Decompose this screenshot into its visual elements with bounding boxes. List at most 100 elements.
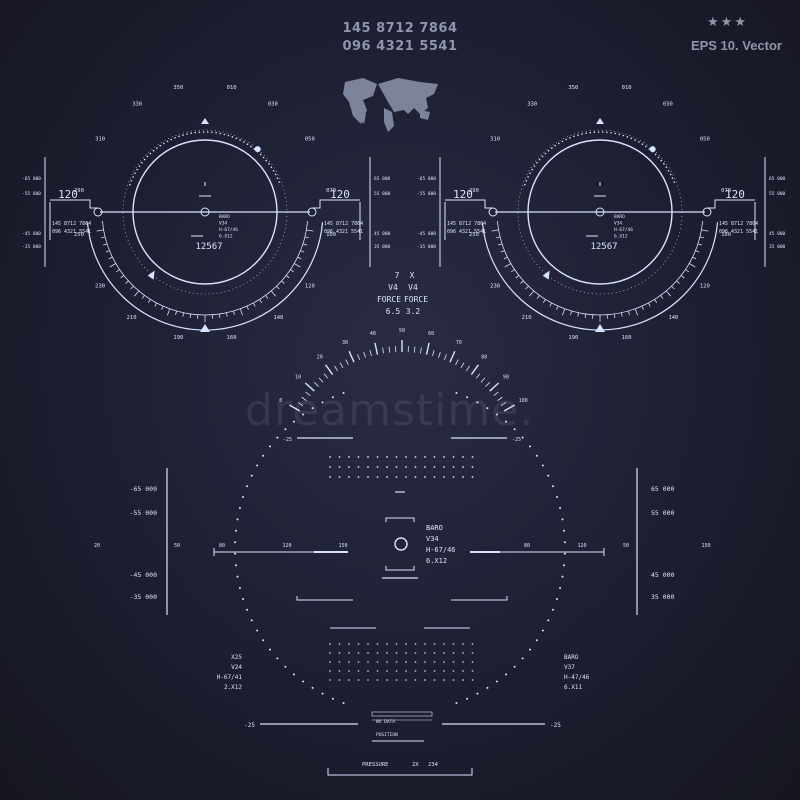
reticle-ring-dot [555, 597, 558, 600]
compass-label: 070 [326, 188, 336, 194]
dotted-ring-dot [626, 136, 629, 138]
dotted-ring-dot [156, 147, 158, 149]
force-readout: 7 X V4 V4 FORCE FORCE 6.5 3.2 [377, 271, 428, 316]
speed-tick [301, 396, 307, 401]
reticle-ring-dot [563, 529, 566, 532]
speed-tick [305, 391, 311, 397]
arc-tick [300, 250, 305, 253]
reticle-ring-dot [555, 496, 558, 499]
speed-tick [314, 382, 319, 387]
dotted-ring-dot [250, 145, 252, 148]
dotted-ring-dot [162, 142, 165, 145]
reticle-ring-dot [234, 529, 237, 532]
grid-dot [357, 466, 360, 468]
dotted-ring-dot [531, 168, 533, 171]
reticle-ring-dot [302, 413, 305, 416]
arc-tick [154, 302, 157, 307]
grid-dot [329, 652, 331, 654]
reticle-ring-dot [521, 657, 524, 660]
main-left-scale-label: -35 000 [130, 593, 157, 601]
grid-dot [443, 476, 445, 478]
inner-bottom-arc [496, 220, 704, 316]
grid-dot [376, 652, 379, 654]
grid-dot [386, 456, 388, 458]
arc-tick [304, 236, 309, 239]
reticle-ring-dot [551, 608, 554, 611]
reticle-ring-dot [256, 464, 259, 467]
arc-tick [520, 280, 524, 284]
grid-dot [329, 466, 331, 468]
grid-dot [433, 652, 436, 654]
arc-tick [297, 256, 302, 260]
dotted-ring-dot [554, 144, 557, 147]
grid-dot [433, 456, 436, 458]
dotted-ring-dot [654, 153, 657, 156]
grid-dot [471, 476, 474, 478]
dotted-ring-dot [597, 131, 600, 133]
speed-tick [460, 362, 465, 369]
lower-right-stat: V37 [564, 664, 575, 671]
reticle-ring-dot [342, 391, 345, 394]
reticle-ring-dot [284, 428, 287, 431]
grid-dot [329, 661, 331, 663]
grid-dot [348, 679, 350, 681]
grid-dot [405, 679, 407, 681]
dotted-ring-dot [231, 136, 234, 138]
arc-tick [562, 308, 566, 316]
grid-dot [452, 652, 455, 654]
pressure-label: PRESSURE [362, 762, 389, 768]
grid-dot [462, 456, 464, 458]
speed-tick [493, 391, 499, 397]
reticle-ring-dot [455, 702, 458, 705]
grid-dot [395, 476, 398, 478]
wx-data-bar [371, 711, 433, 717]
compass-label: 250 [469, 232, 479, 238]
reticle-ring-dot [521, 436, 524, 439]
arc-tick [695, 250, 700, 253]
compass-label: 330 [527, 101, 537, 107]
arc-tick [654, 299, 658, 303]
ring-marker [649, 146, 656, 153]
top-right-tick: -25 [512, 437, 521, 443]
altitude-right-label: 55 000 [769, 191, 786, 197]
grid-dot [452, 456, 455, 458]
grid-dot [386, 652, 388, 654]
main-left-scale-label: -55 000 [130, 509, 157, 517]
reticle-ring-dot [262, 454, 265, 457]
reticle-ring-dot [476, 401, 479, 404]
info-right-1: 145 8712 7864 [324, 221, 363, 227]
grid-dot [395, 456, 398, 458]
dotted-ring-dot [268, 163, 270, 165]
heading-left: 120 [453, 188, 473, 201]
reticle-ring-dot [284, 665, 287, 668]
dotted-ring-dot [227, 134, 230, 137]
speed-label: 30 [342, 340, 348, 346]
grid-dot [424, 643, 426, 645]
grid-dot [424, 476, 426, 478]
grid-dot [395, 652, 398, 654]
grid-dot [471, 670, 474, 672]
grid-dot [386, 661, 388, 663]
arc-tick [584, 313, 587, 319]
heading-right: 120 [330, 188, 350, 201]
grid-dot [367, 679, 369, 681]
grid-dot [367, 643, 369, 645]
horizon-label: 120 [577, 543, 586, 549]
compass-label: 050 [700, 137, 710, 143]
lower-left-bracket [296, 596, 353, 601]
speed-tick [438, 351, 441, 358]
altitude-left-label: -55 000 [417, 191, 436, 197]
dotted-ring-dot [547, 149, 550, 152]
arc-tick [246, 305, 249, 310]
baro-line: 6.X12 [219, 234, 233, 240]
arc-tick [109, 263, 116, 268]
compass-label: 120 [305, 283, 315, 289]
dotted-ring-dot [593, 131, 596, 133]
compass-label: 010 [227, 85, 237, 91]
grid-dot [329, 476, 331, 478]
arc-tick [270, 290, 277, 297]
altitude-left-label: -65 000 [22, 176, 41, 182]
grid-dot [405, 476, 407, 478]
arc-tick [276, 285, 280, 290]
grid-dot [433, 643, 436, 645]
